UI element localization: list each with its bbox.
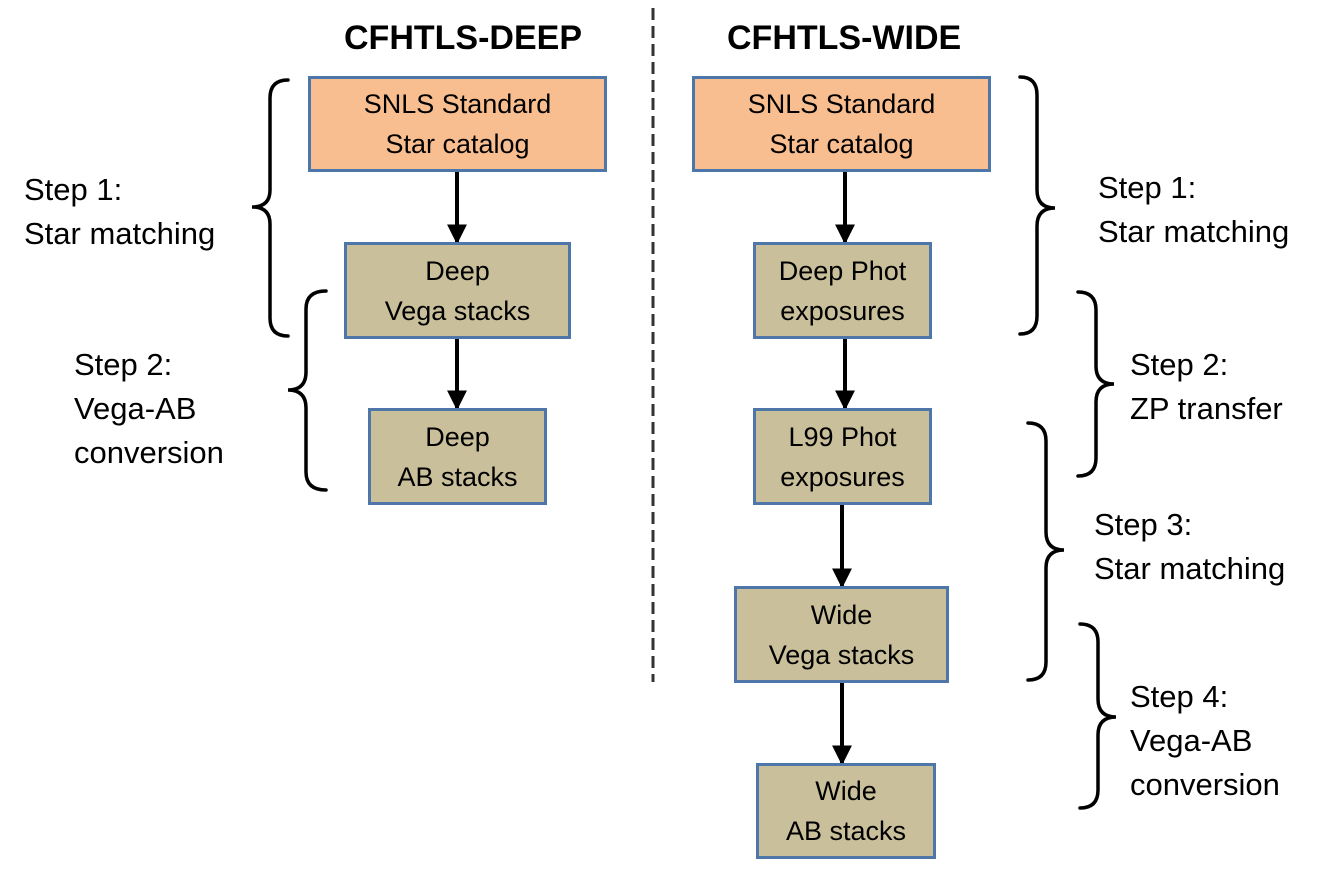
deep-step2-label: Step 2: Vega-AB conversion: [74, 343, 224, 475]
wide-step1-label: Step 1: Star matching: [1098, 166, 1289, 254]
box-line: L99 Phot: [788, 421, 897, 452]
wide-step3-label: Step 3: Star matching: [1094, 503, 1285, 591]
box-line: SNLS Standard: [363, 89, 552, 119]
box-line: Wide: [810, 599, 873, 630]
step-heading: Step 1:: [24, 172, 123, 207]
wide-step2-label: Step 2: ZP transfer: [1130, 343, 1283, 431]
box-line: Star catalog: [769, 129, 914, 159]
deep-step1-label: Step 1: Star matching: [24, 168, 215, 256]
brace-deep-step2: [287, 289, 328, 492]
brace-wide-step4: [1078, 622, 1117, 810]
box-line: AB stacks: [785, 816, 907, 846]
step-heading: Step 2:: [74, 347, 173, 382]
step-text: conversion: [74, 435, 224, 470]
step-text: Star matching: [24, 216, 216, 251]
deep-box-vega-stacks: Deep Vega stacks: [344, 242, 571, 339]
box-line: Wide: [815, 776, 877, 806]
step-heading: Step 3:: [1094, 507, 1193, 542]
wide-box-deep-phot-exposures: Deep Phot exposures: [753, 242, 932, 339]
brace-wide-step1: [1018, 75, 1056, 336]
wide-box-vega-stacks: Wide Vega stacks: [734, 586, 949, 683]
box-line: AB stacks: [397, 461, 518, 492]
box-line: Vega stacks: [768, 639, 915, 670]
step-text: Vega-AB: [1130, 723, 1253, 758]
wide-box-ab-stacks: Wide AB stacks: [756, 763, 936, 859]
wide-column-title: CFHTLS-WIDE: [727, 19, 962, 57]
brace-wide-step2: [1076, 290, 1115, 478]
box-line: exposures: [780, 295, 905, 326]
box-line: Star catalog: [385, 129, 530, 159]
box-line: SNLS Standard: [747, 89, 936, 119]
wide-box-standard-star-catalog: SNLS Standard Star catalog: [692, 76, 991, 172]
deep-box-ab-stacks: Deep AB stacks: [368, 408, 547, 505]
step-text: ZP transfer: [1130, 391, 1283, 426]
step-heading: Step 2:: [1130, 347, 1229, 382]
brace-deep-step1: [251, 78, 290, 338]
box-line: Vega stacks: [384, 295, 531, 326]
step-text: Vega-AB: [74, 391, 197, 426]
box-line: Deep: [425, 421, 490, 452]
box-line: Deep: [425, 255, 490, 286]
step-heading: Step 1:: [1098, 170, 1197, 205]
brace-wide-step3: [1026, 421, 1065, 682]
step-text: conversion: [1130, 767, 1280, 802]
step-text: Star matching: [1098, 214, 1290, 249]
deep-box-standard-star-catalog: SNLS Standard Star catalog: [308, 76, 607, 172]
wide-step4-label: Step 4: Vega-AB conversion: [1130, 675, 1280, 807]
box-line: exposures: [780, 461, 905, 492]
deep-column-title: CFHTLS-DEEP: [344, 19, 582, 57]
step-heading: Step 4:: [1130, 679, 1229, 714]
wide-box-l99-phot-exposures: L99 Phot exposures: [753, 408, 932, 505]
step-text: Star matching: [1094, 551, 1286, 586]
box-line: Deep Phot: [778, 255, 907, 286]
